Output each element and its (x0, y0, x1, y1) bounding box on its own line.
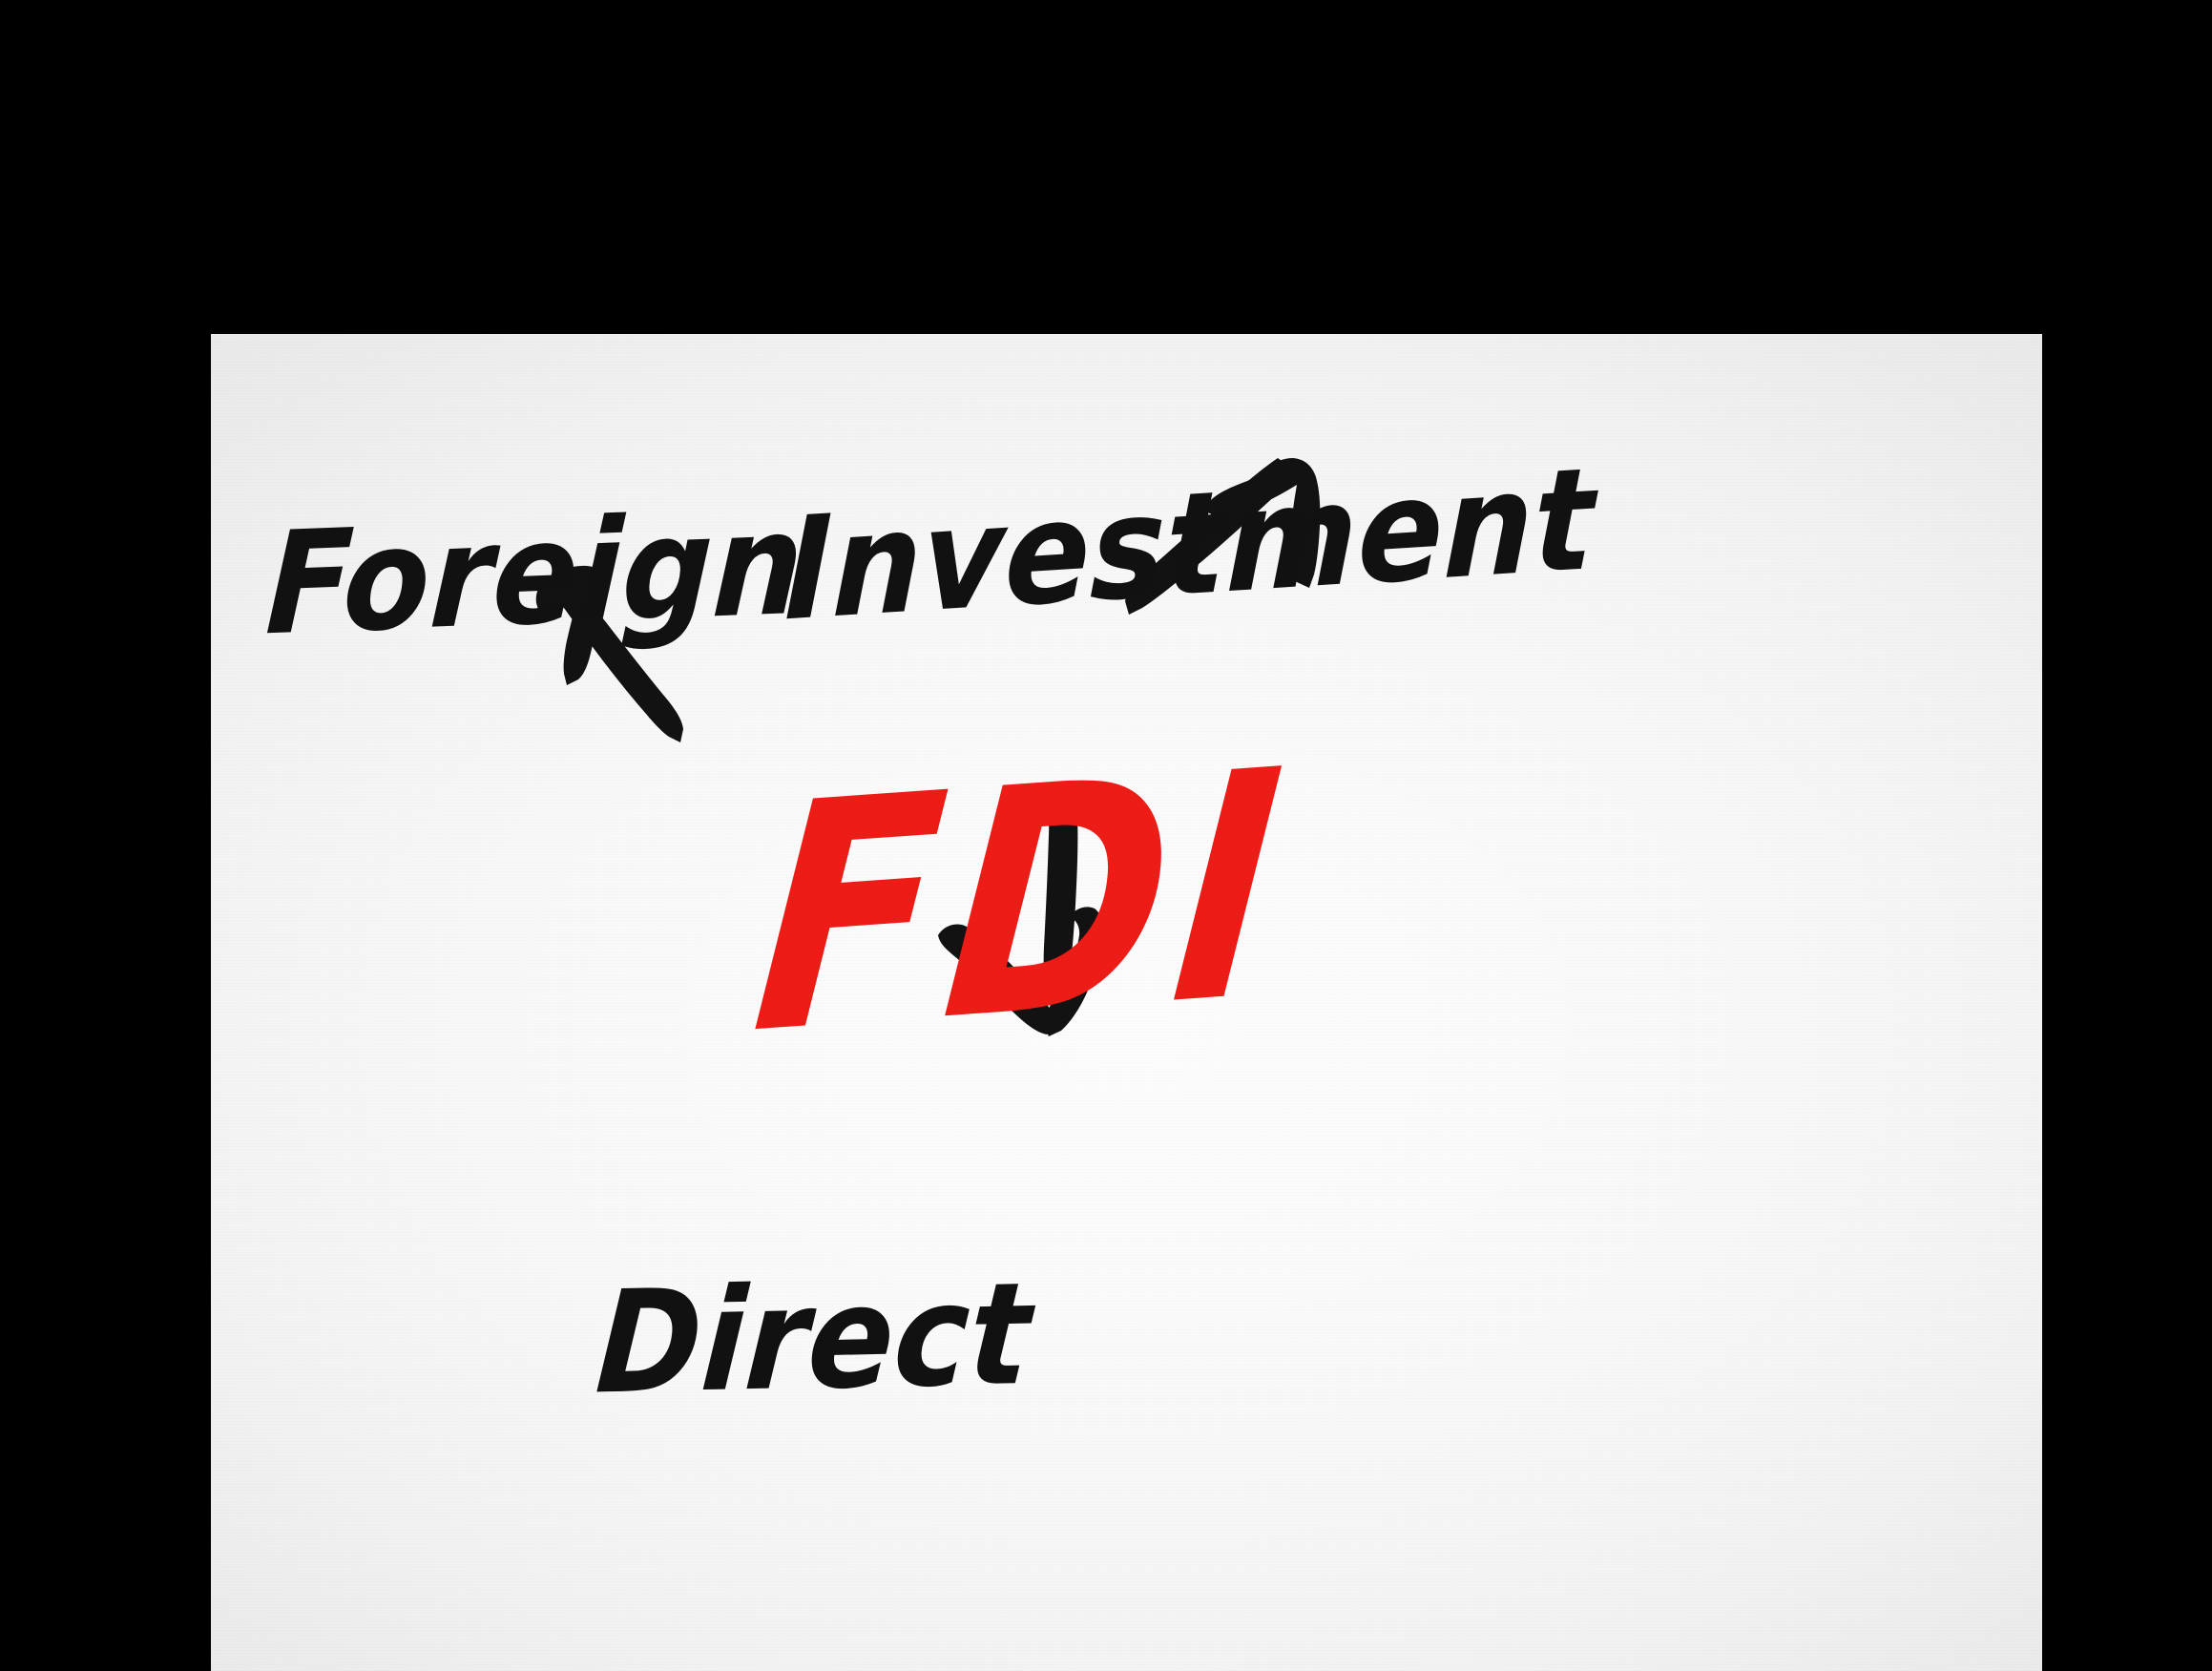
whiteboard-surface: Foreign Investment FDI Direct (211, 334, 2042, 1671)
center-term-fdi: FDI (742, 702, 1301, 1104)
diagram-canvas (535, 458, 1321, 1036)
label-direct: Direct (592, 1252, 1036, 1427)
arrow-to-direct-icon (938, 795, 1103, 1036)
arrow-to-foreign-icon (535, 565, 683, 742)
arrow-to-investment-icon (1125, 458, 1321, 615)
label-foreign: Foreign (262, 481, 807, 668)
